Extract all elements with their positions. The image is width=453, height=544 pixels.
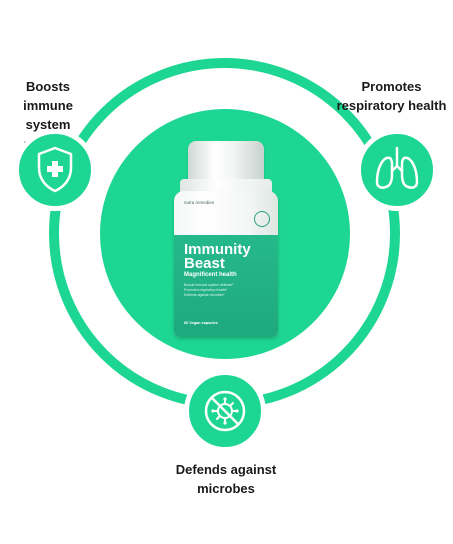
bottle-cap xyxy=(188,141,264,181)
product-tagline: Magnificent health xyxy=(184,272,237,278)
bullet-item: Boosts immune system defense* xyxy=(184,283,234,287)
shield-plus-icon xyxy=(37,146,73,193)
bullet-item: Defends against microbes* xyxy=(184,293,225,297)
respiratory-badge xyxy=(356,129,438,211)
brand-name: nutra remedies xyxy=(184,200,215,205)
capsule-count: 60 Vegan capsules xyxy=(184,321,218,325)
no-microbes-icon xyxy=(204,390,246,432)
microbes-badge xyxy=(184,370,266,452)
feature-label-microbes: Defends against microbes xyxy=(175,462,277,496)
seal-icon xyxy=(254,211,270,227)
product-bottle: nutra remedies Immunity Beast Magnificen… xyxy=(170,141,282,337)
bottle-label: nutra remedies Immunity Beast Magnificen… xyxy=(174,191,278,337)
product-bullets: Boosts immune system defense* Promotes r… xyxy=(184,283,233,298)
immune-badge xyxy=(14,129,96,211)
product-name: Immunity Beast xyxy=(184,241,251,272)
bullet-item: Promotes respiratory health* xyxy=(184,288,227,292)
lungs-icon xyxy=(375,146,419,189)
feature-label-respiratory: Promotes respiratory health xyxy=(336,79,447,113)
label-panel xyxy=(174,235,278,337)
